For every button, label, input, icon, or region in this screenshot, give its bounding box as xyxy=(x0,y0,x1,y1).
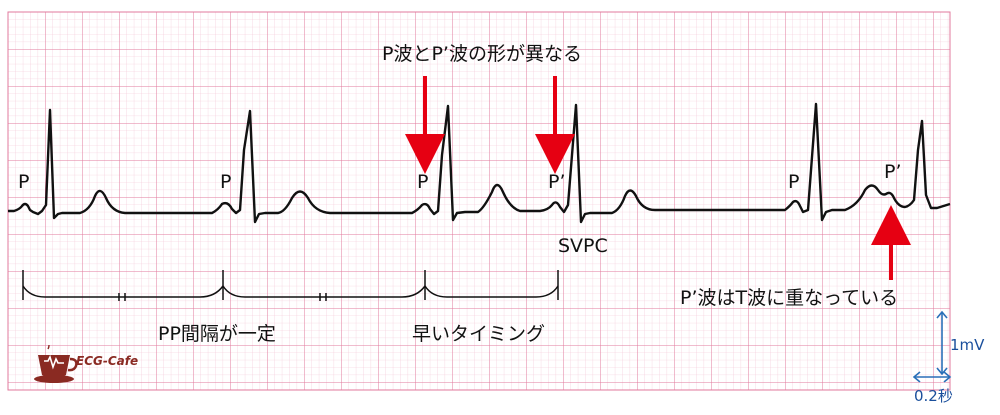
scale-voltage-label: 1mV xyxy=(950,336,985,354)
p-wave-label-1: P xyxy=(18,171,30,193)
logo-text: ECG-Cafe xyxy=(76,354,139,368)
annotation-svpc: SVPC xyxy=(558,235,608,257)
calibration-scale xyxy=(912,310,952,383)
annotation-early-timing: 早いタイミング xyxy=(412,323,546,345)
p-wave-label-2: P xyxy=(220,171,232,193)
ecg-trace xyxy=(8,102,951,224)
coffee-cup-icon xyxy=(34,342,78,383)
p-prime-wave-label-2: P’ xyxy=(884,161,902,183)
p-prime-wave-label-1: P’ xyxy=(548,171,566,193)
annotation-shape-difference: P波とP’波の形が異なる xyxy=(382,43,582,65)
p-wave-label-3: P xyxy=(417,171,429,193)
p-wave-label-4: P xyxy=(788,171,800,193)
annotation-pp-interval-constant: PP間隔が一定 xyxy=(158,323,276,345)
ecg-cafe-logo: ECG-Cafe xyxy=(30,342,150,385)
annotation-hidden-p-prime: P’波はT波に重なっている xyxy=(680,287,899,309)
scale-time-label: 0.2秒 xyxy=(914,387,953,405)
pp-interval-brackets xyxy=(22,270,559,301)
